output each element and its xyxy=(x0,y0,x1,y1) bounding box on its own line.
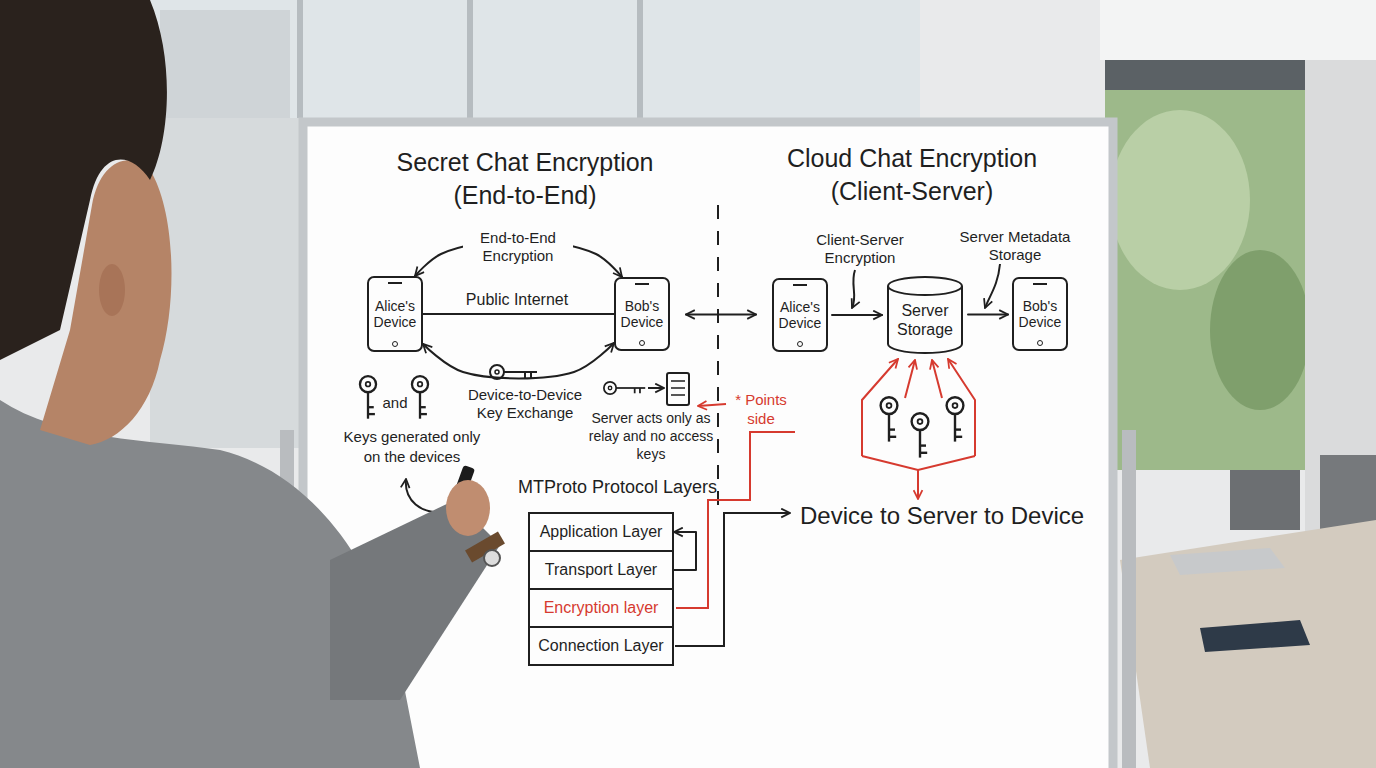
note-text: Client-Server Encryption xyxy=(795,231,925,267)
red-arrow xyxy=(698,404,726,406)
callout-note: * Points side xyxy=(727,390,795,428)
connector-arrow xyxy=(832,314,882,316)
server-symbol xyxy=(671,387,685,389)
table xyxy=(1120,520,1376,768)
key-symbol xyxy=(412,376,428,419)
person-torso xyxy=(0,400,420,768)
node-text: Alice's Device xyxy=(776,299,824,331)
chair xyxy=(1230,470,1300,530)
note-text: Server Metadata Storage xyxy=(945,228,1085,264)
window-mullion xyxy=(467,0,473,118)
person-ear xyxy=(99,264,125,316)
window-mullion xyxy=(297,0,303,118)
note-text: Keys generated only on the devices xyxy=(343,427,481,467)
window xyxy=(150,118,300,448)
connector-arrow xyxy=(968,314,1008,316)
red-arrow xyxy=(932,360,942,398)
section-heading: Cloud Chat Encryption (Client-Server) xyxy=(767,142,1057,208)
wrist-watch xyxy=(465,531,505,562)
layer-box: Encryption layer xyxy=(528,588,674,628)
cylinder-body xyxy=(888,286,962,353)
cylinder-top xyxy=(888,277,962,295)
whiteboard xyxy=(303,122,1113,768)
board-stand xyxy=(280,430,294,768)
board-stand xyxy=(1122,430,1136,768)
node-text: Bob's Device xyxy=(618,298,666,330)
tree-foliage xyxy=(1110,110,1250,290)
building xyxy=(160,10,290,118)
connector-arrow xyxy=(423,343,614,378)
ceiling xyxy=(1100,0,1376,60)
key-symbol xyxy=(881,397,898,441)
laptop xyxy=(1170,548,1285,575)
leader-arrow xyxy=(852,270,855,308)
node-text: Transport Layer xyxy=(545,561,657,579)
red-arrow xyxy=(948,359,975,456)
wrist-watch xyxy=(484,550,500,566)
connector-arrow xyxy=(423,313,614,315)
person-arm xyxy=(330,500,500,700)
note-text: and xyxy=(375,394,415,412)
server-symbol xyxy=(671,380,685,382)
window xyxy=(150,0,920,118)
person-hair xyxy=(0,0,167,360)
edge-label: Device-to-Device Key Exchange xyxy=(455,386,595,422)
divider-line xyxy=(717,205,719,505)
edge-label: Public Internet xyxy=(442,290,592,310)
node-text: Encryption layer xyxy=(544,599,659,617)
device-phone: Bob's Device xyxy=(1012,277,1068,351)
red-arrow xyxy=(917,470,919,499)
note-text: Server acts only as relay and no access … xyxy=(588,409,714,463)
leader-arrow xyxy=(648,387,664,389)
server-symbol xyxy=(667,373,689,405)
red-arrow xyxy=(862,359,898,456)
device-phone: Alice's Device xyxy=(367,276,423,352)
tree-foliage xyxy=(1210,250,1310,410)
red-bracket xyxy=(862,456,975,470)
server-symbol xyxy=(671,394,685,396)
person-hand xyxy=(446,480,490,536)
device-phone: Bob's Device xyxy=(614,277,670,351)
edge-label: End-to-End Encryption xyxy=(463,229,573,265)
wall xyxy=(1305,60,1376,540)
key-symbol xyxy=(947,397,964,441)
key-symbol xyxy=(912,413,929,457)
node-text: Application Layer xyxy=(540,523,663,541)
layer-box: Transport Layer xyxy=(528,550,674,590)
layer-box: Application Layer xyxy=(528,512,674,552)
node-text: Bob's Device xyxy=(1016,298,1064,330)
device-phone: Alice's Device xyxy=(772,278,828,352)
layer-box: Connection Layer xyxy=(528,626,674,666)
window-mullion xyxy=(637,0,643,118)
section-heading: Secret Chat Encryption (End-to-End) xyxy=(375,146,675,212)
node-text: Server Storage xyxy=(886,301,964,339)
connector-arrow xyxy=(686,314,756,316)
node-text: Connection Layer xyxy=(538,637,663,655)
red-leader-line xyxy=(676,432,795,608)
leader-arrow xyxy=(406,479,447,512)
node-text: Alice's Device xyxy=(371,298,419,330)
storage-cylinder: Server Storage xyxy=(886,276,964,354)
notebook xyxy=(1200,620,1310,652)
layer-stack: MTProto Protocol LayersApplication Layer… xyxy=(518,476,678,670)
group-heading: MTProto Protocol Layers xyxy=(518,476,717,498)
key-symbol xyxy=(360,376,376,419)
leader-arrow xyxy=(985,264,1000,308)
connector-arrow xyxy=(674,532,696,570)
leader-arrow xyxy=(675,513,790,646)
flow-label: Device to Server to Device xyxy=(800,502,1120,530)
window-blind xyxy=(1105,60,1305,90)
key-symbol xyxy=(604,382,645,394)
red-arrow xyxy=(905,360,915,398)
person-skin xyxy=(40,160,171,445)
marker-pen xyxy=(453,465,475,499)
